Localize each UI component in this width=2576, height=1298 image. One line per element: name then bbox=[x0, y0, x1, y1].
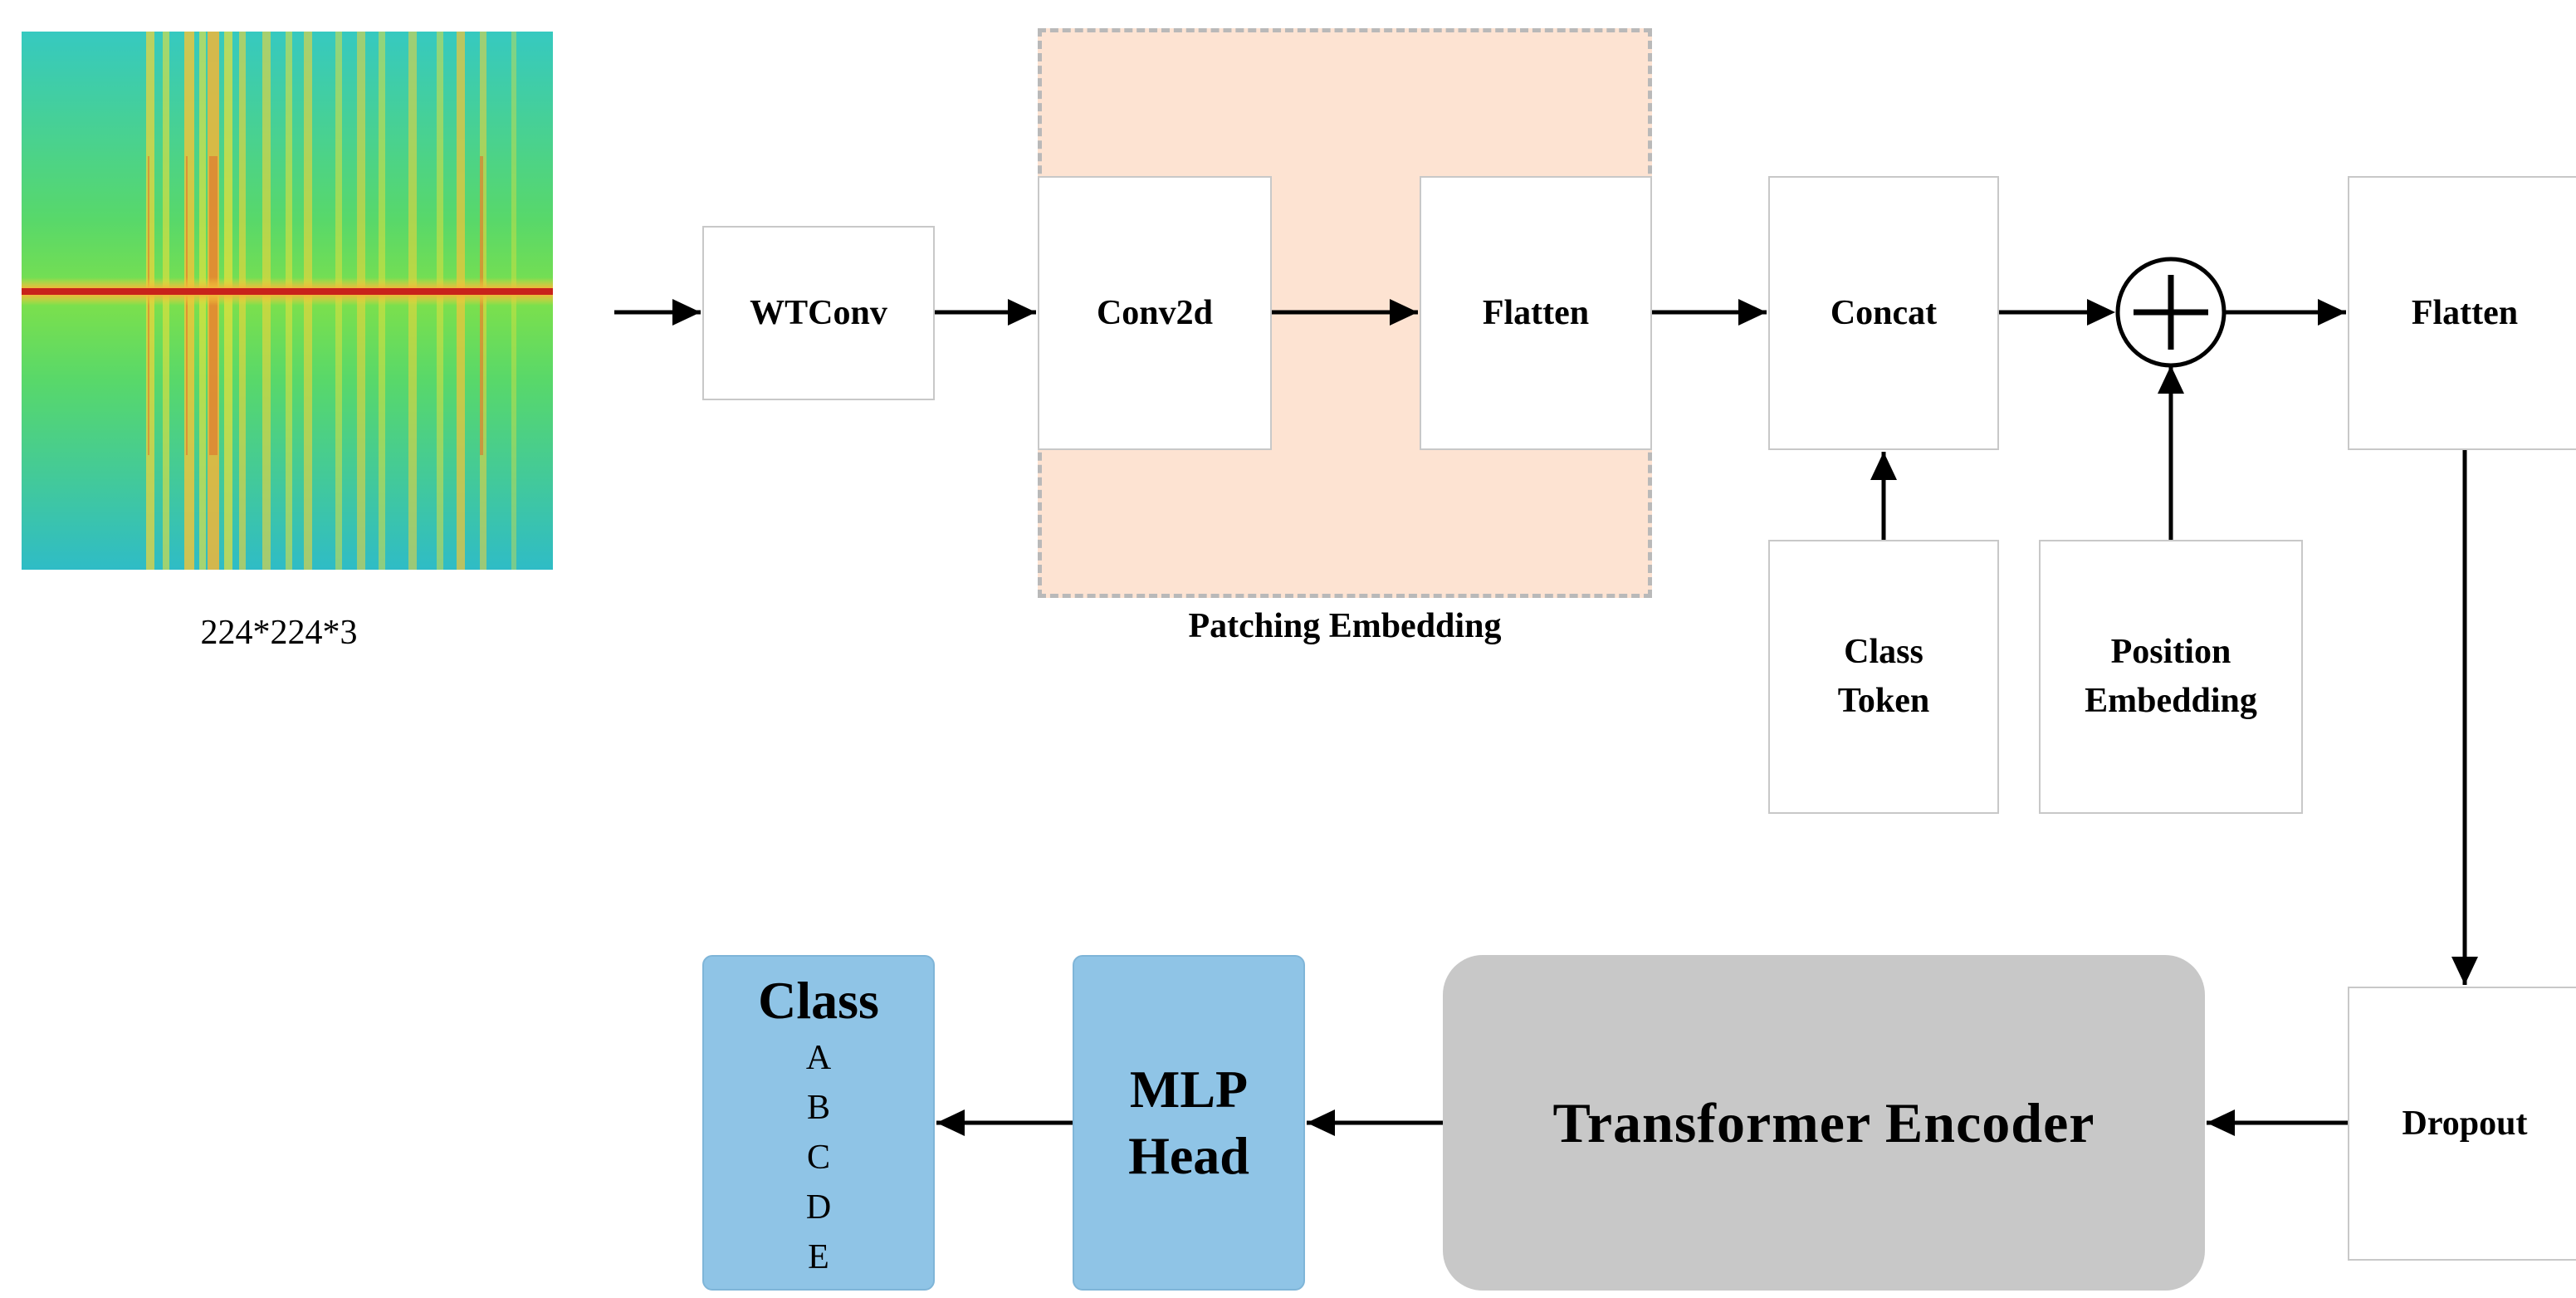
class-label-d: D bbox=[805, 1188, 832, 1227]
class-output-block: Class A B C D E bbox=[702, 955, 935, 1291]
sum-node bbox=[2115, 257, 2227, 368]
arrowhead-9 bbox=[2451, 957, 2478, 985]
dropout-block: Dropout bbox=[2348, 987, 2576, 1261]
wtconv-block: WTConv bbox=[702, 226, 935, 400]
input-size-label: 224*224*3 bbox=[200, 614, 358, 652]
dropout-label: Dropout bbox=[2402, 1104, 2528, 1143]
class-output-title: Class bbox=[758, 971, 879, 1030]
arrowhead-3 bbox=[1390, 299, 1418, 326]
arrowhead-7 bbox=[2158, 365, 2184, 394]
arrowhead-6 bbox=[1870, 452, 1897, 480]
transformer-encoder-block: Transformer Encoder bbox=[1443, 955, 2205, 1291]
position-embedding-line2: Embedding bbox=[2085, 682, 2257, 720]
flatten-block-1: Flatten bbox=[1420, 176, 1652, 450]
concat-label: Concat bbox=[1830, 293, 1938, 332]
spectrogram-image bbox=[22, 32, 553, 570]
arrowhead-8 bbox=[2318, 299, 2346, 326]
class-token-line2: Token bbox=[1837, 682, 1930, 720]
transformer-encoder-label: Transformer Encoder bbox=[1552, 1090, 2095, 1154]
arrowhead-2 bbox=[1008, 299, 1036, 326]
flatten-block-2: Flatten bbox=[2348, 176, 2576, 450]
class-label-b: B bbox=[806, 1089, 830, 1128]
class-label-e: E bbox=[808, 1238, 829, 1277]
concat-block: Concat bbox=[1768, 176, 1999, 450]
patching-embedding-caption: Patching Embedding bbox=[1188, 607, 1502, 645]
arrowhead-10 bbox=[2207, 1109, 2235, 1136]
class-token-block: Class Token bbox=[1768, 540, 1999, 814]
wtconv-label: WTConv bbox=[750, 293, 887, 332]
class-token-line1: Class bbox=[1844, 633, 1923, 672]
arrowhead-12 bbox=[936, 1109, 965, 1136]
arrowhead-11 bbox=[1307, 1109, 1335, 1136]
class-label-a: A bbox=[805, 1039, 832, 1078]
mlp-head-line1: MLP bbox=[1129, 1060, 1249, 1119]
position-embedding-block: Position Embedding bbox=[2039, 540, 2303, 814]
mlp-head-block: MLP Head bbox=[1073, 955, 1305, 1291]
position-embedding-line1: Position bbox=[2110, 633, 2231, 672]
conv2d-label: Conv2d bbox=[1096, 293, 1214, 332]
conv2d-block: Conv2d bbox=[1038, 176, 1272, 450]
arrowhead-4 bbox=[1738, 299, 1767, 326]
arrowhead-1 bbox=[672, 299, 701, 326]
arrowhead-5 bbox=[2087, 299, 2115, 326]
flatten-label-2: Flatten bbox=[2411, 293, 2519, 332]
mlp-head-line2: Head bbox=[1128, 1126, 1249, 1185]
class-label-c: C bbox=[806, 1139, 830, 1178]
flatten-label-1: Flatten bbox=[1482, 293, 1590, 332]
